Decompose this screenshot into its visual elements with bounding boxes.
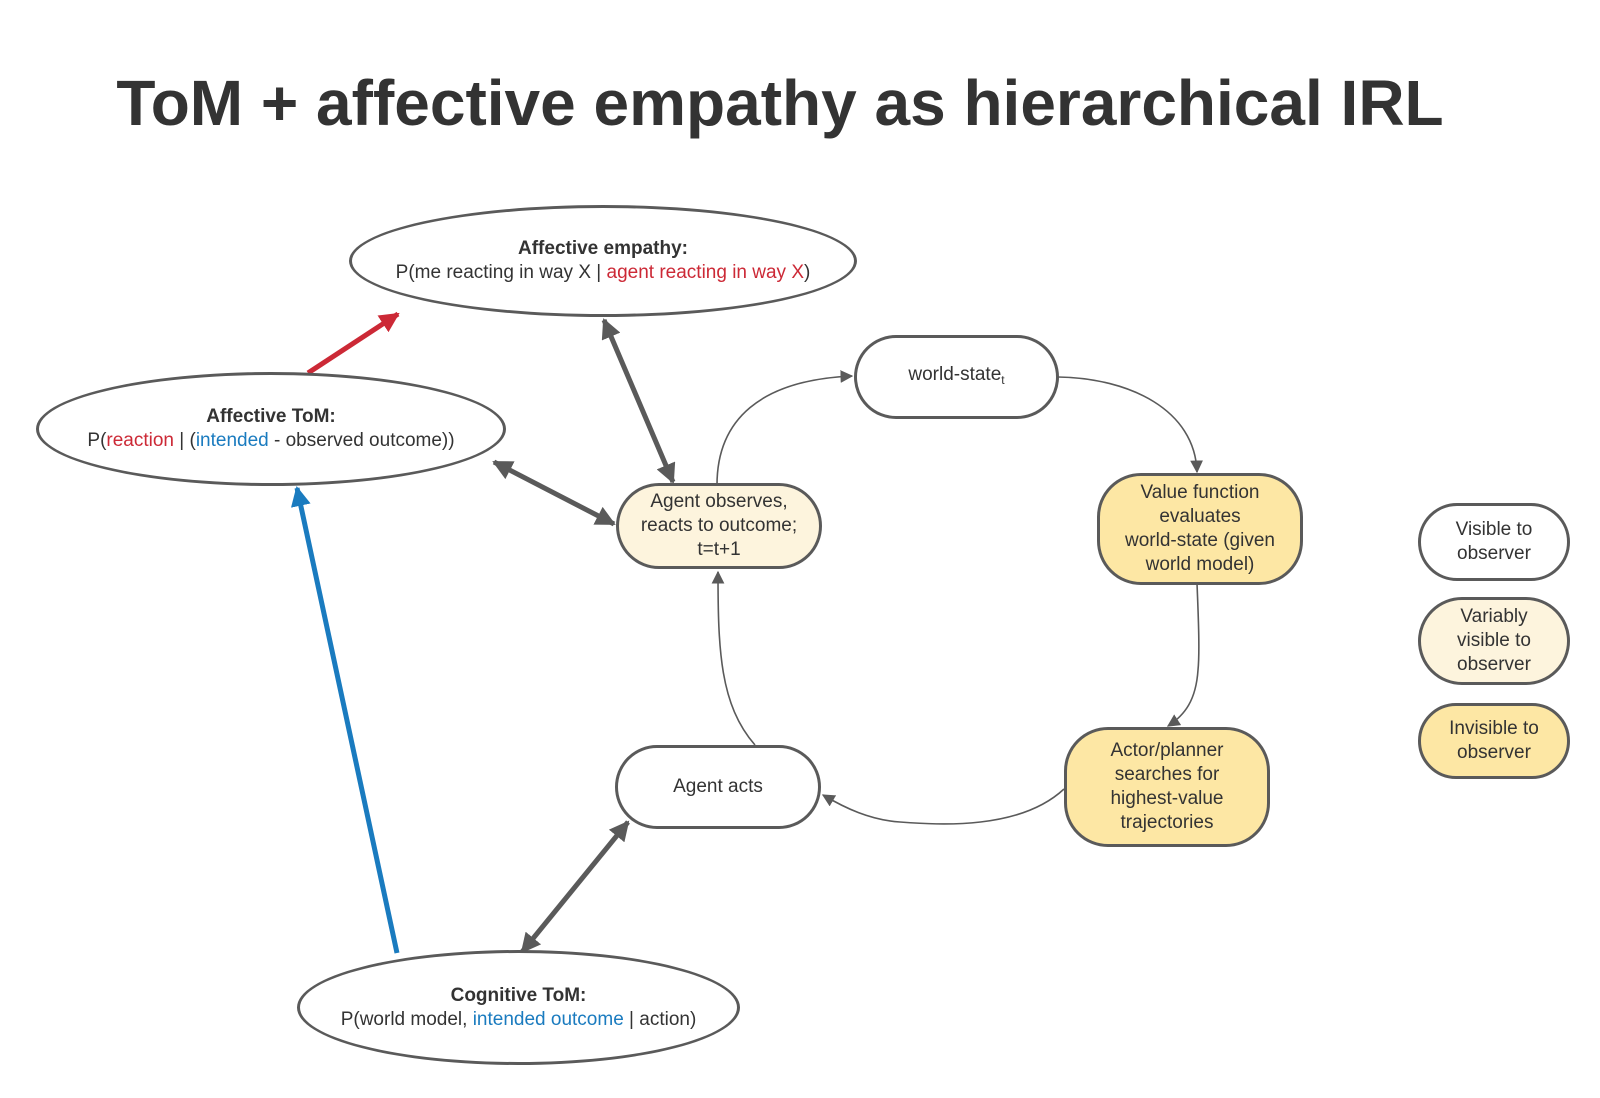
edge-cognitive-tom-acts [520,820,630,954]
agent-observes-line-2: reacts to outcome; [640,515,798,536]
node-value-function: Value function evaluates world-state (gi… [1097,473,1303,585]
affective-empathy-heading: Affective empathy: [518,238,688,259]
cognitive-tom-heading: Cognitive ToM: [450,984,587,1006]
edge-observes-to-world-state [716,370,854,486]
actor-planner-line-1: Actor/planner [1110,740,1224,761]
legend-variably-line-3: observer [1457,654,1531,675]
node-actor-planner: Actor/planner searches for highest-value… [1064,727,1270,847]
world-state-label: world-statet [908,363,1004,392]
formula-rest: - observed outcome)) [268,430,455,451]
formula-open: P(world model, [340,1008,473,1030]
formula-rest: | action) [623,1008,697,1030]
world-state-subscript: t [1001,372,1005,387]
edge-empathy-observes [601,318,676,484]
node-cognitive-tom: Cognitive ToM: P(world model, intended o… [297,950,740,1065]
agent-observes-line-1: Agent observes, [650,491,788,512]
actor-planner-line-3: highest-value [1110,788,1224,809]
edge-value-to-actor [1166,582,1200,727]
legend-invisible: Invisible to observer [1418,703,1570,779]
formula-close: ) [804,262,811,283]
formula-open: P( [395,262,415,283]
actor-planner-line-4: trajectories [1120,812,1214,833]
formula-me-term: me reacting in way X [414,262,591,283]
value-function-line-1: Value function [1140,482,1260,503]
node-agent-acts: Agent acts [615,745,821,829]
formula-intended-term: intended [195,430,269,451]
formula-reaction-term: reaction [106,430,174,451]
cognitive-tom-formula: P(world model, intended outcome | action… [341,1008,697,1032]
node-affective-tom: Affective ToM: P(reaction | (intended - … [36,372,506,486]
value-function-line-4: world model) [1145,554,1255,575]
edge-affective-tom-observes [492,459,616,527]
node-affective-empathy: Affective empathy: P(me reacting in way … [349,205,857,317]
edge-cognitive-tom-to-affective-tom [291,486,400,954]
formula-agent-term: agent reacting in way X [606,262,805,283]
agent-acts-label: Agent acts [673,776,763,797]
formula-separator: | ( [174,430,196,451]
diagram-title: ToM + affective empathy as hierarchical … [116,67,1444,139]
affective-tom-formula: P(reaction | (intended - observed outcom… [87,429,454,453]
node-agent-observes: Agent observes, reacts to outcome; t=t+1 [616,483,822,569]
formula-open: P( [87,430,107,451]
edge-affective-tom-to-empathy [306,311,400,376]
legend-invisible-line-1: Invisible to [1449,718,1539,739]
edge-world-state-to-value [1057,376,1204,474]
formula-separator: | [591,262,607,283]
value-function-line-2: evaluates [1159,506,1241,527]
edge-actor-to-acts [821,788,1065,825]
formula-intended-outcome-term: intended outcome [472,1008,624,1030]
legend-visible-line-2: observer [1457,543,1531,564]
world-state-text: world-state [908,363,1002,385]
affective-empathy-formula: P(me reacting in way X | agent reacting … [396,261,811,285]
legend-variably-line-2: visible to [1457,630,1531,651]
affective-tom-heading: Affective ToM: [206,406,336,427]
actor-planner-line-2: searches for [1114,764,1220,785]
legend-invisible-line-2: observer [1457,742,1531,763]
agent-observes-line-3: t=t+1 [697,539,741,560]
value-function-line-3: world-state (given [1125,530,1275,551]
legend-visible: Visible to observer [1418,503,1570,581]
node-world-state: world-statet [854,335,1059,419]
legend-visible-line-1: Visible to [1455,519,1533,540]
legend-variably-line-1: Variably [1460,606,1528,627]
edge-acts-to-observes [711,570,756,746]
legend-variably-visible: Variably visible to observer [1418,597,1570,685]
